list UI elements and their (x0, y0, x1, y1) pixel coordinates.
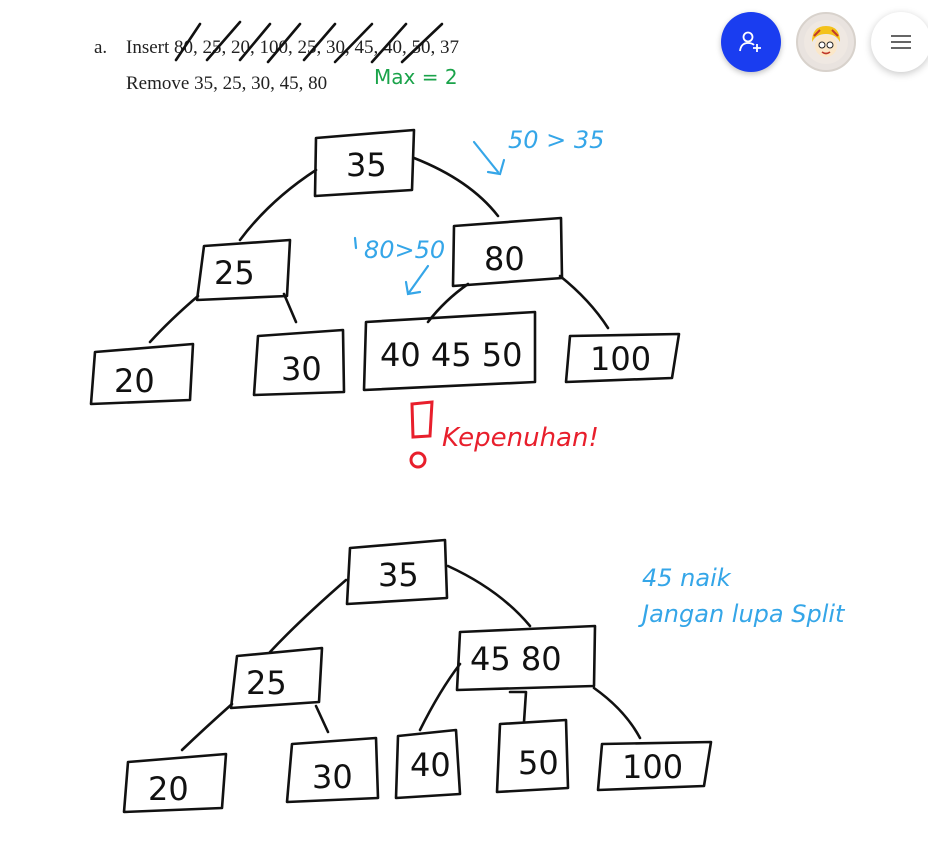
add-person-icon (739, 31, 761, 52)
strike-marks (174, 20, 444, 64)
tree1-leaf-4: 100 (590, 340, 651, 378)
tree2-leaf-3: 40 (410, 746, 451, 784)
exclamation-icon (410, 400, 434, 439)
insert-value: 20, (231, 37, 260, 58)
tree-2: 35 25 45 80 20 30 40 50 100 45 naik Jang… (122, 538, 846, 814)
insert-values: 80, 25, 20, 100, 25, 30, 45, 40, 50, 37 (174, 37, 459, 58)
max-note: Max = 2 (374, 65, 458, 89)
avatar-button[interactable] (796, 12, 856, 72)
tree2-leaf-5: 100 (622, 748, 683, 786)
tree2-leaf-4: 50 (518, 744, 559, 782)
tree2-leaf-2: 30 (312, 758, 353, 796)
item-label: a. (94, 37, 108, 58)
tree2-note-line-1: 45 naik (642, 564, 732, 592)
remove-line: Remove 35, 25, 30, 45, 80 (126, 73, 328, 94)
blue-tick-mark (353, 236, 358, 250)
tree1-leaf-2: 30 (281, 350, 322, 388)
tree1-root: 35 (346, 146, 387, 184)
tree2-left: 25 (246, 664, 287, 702)
insert-value: 45, (354, 37, 384, 58)
arrow-down-right-icon (472, 140, 506, 176)
tree2-edges (180, 564, 642, 752)
tree1-note-compare-1: 50 > 35 (508, 126, 604, 154)
tree1-right: 80 (484, 240, 525, 278)
problem-statement: a. Insert 80, 25, 20, 100, 25, 30, 45, 40… (94, 30, 459, 102)
tree1-node-boxes (89, 128, 681, 406)
tree2-leaf-1: 20 (148, 770, 189, 808)
exclamation-dot (409, 451, 427, 469)
tree-1: 35 25 80 20 30 40 45 50 100 50 > 35 80>5… (89, 126, 681, 469)
tree1-leaf-1: 20 (114, 362, 155, 400)
insert-value: 37 (440, 37, 460, 58)
overflow-note: Kepenuhan! (442, 423, 599, 453)
add-person-button[interactable] (721, 12, 781, 72)
tree2-note-line-2: Jangan lupa Split (638, 600, 846, 628)
menu-button[interactable] (871, 12, 928, 72)
arrow-down-left-icon (404, 264, 430, 296)
avatar (804, 20, 848, 64)
insert-value: 50, (411, 37, 441, 58)
tree1-leaf-3: 40 45 50 (380, 336, 523, 374)
tree2-right: 45 80 (470, 640, 562, 678)
hamburger-menu-icon (891, 35, 911, 49)
tree1-note-compare-2: 80>50 (364, 236, 445, 264)
insert-value: 25, (202, 37, 232, 58)
tree2-root: 35 (378, 556, 419, 594)
tree1-left: 25 (214, 254, 255, 292)
insert-value: 25, (297, 37, 327, 58)
tree2-node-boxes (122, 538, 713, 814)
insert-label: Insert (126, 37, 170, 58)
insert-line: a. Insert 80, 25, 20, 100, 25, 30, 45, 40… (94, 30, 459, 66)
